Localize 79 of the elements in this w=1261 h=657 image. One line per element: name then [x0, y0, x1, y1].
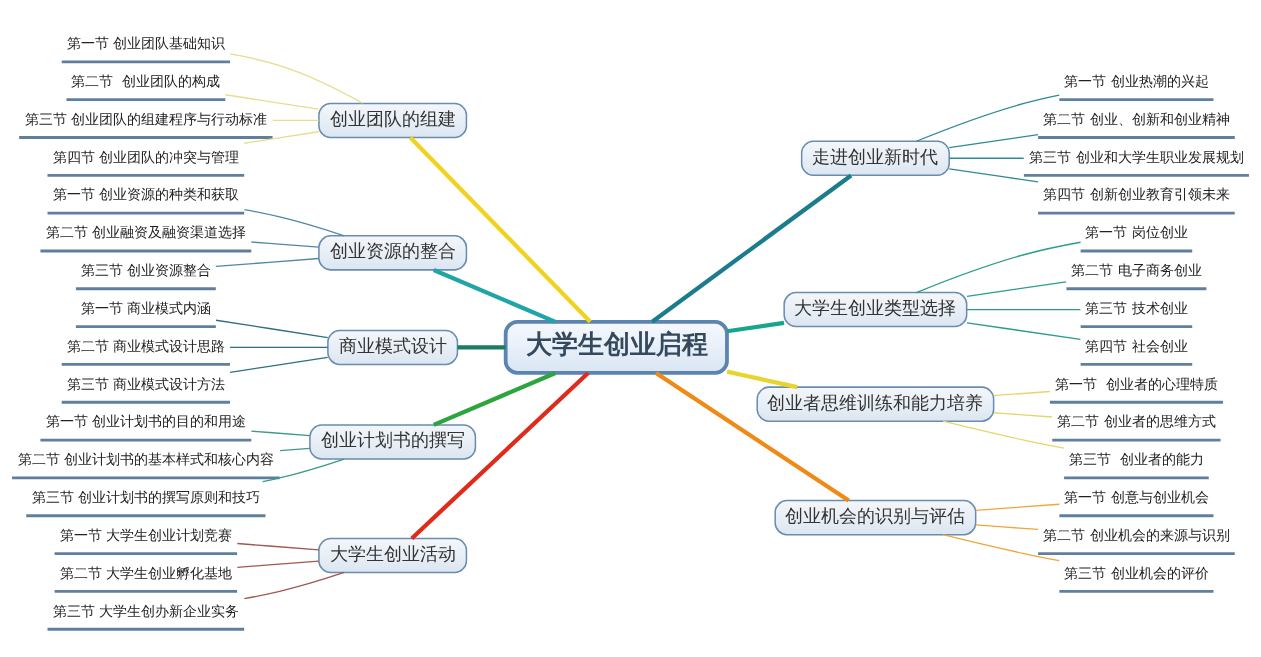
node-text: 第三节 商业模式设计方法: [66, 375, 226, 392]
node-text: 第一节 创业资源的种类和获取: [52, 186, 240, 203]
connector: [726, 369, 798, 390]
node-box: 创业计划书的撰写: [309, 424, 477, 460]
node-box: 创业团队的组建: [318, 102, 468, 139]
node-box: 商业模式设计: [327, 329, 459, 366]
connector: [224, 94, 320, 110]
connector: [942, 534, 1060, 562]
connector: [243, 208, 345, 237]
connector: [215, 257, 320, 268]
connector: [236, 560, 320, 569]
node-text: 第一节 创意与创业机会: [1064, 489, 1209, 506]
connector: [457, 345, 506, 350]
node-text: 第一节 大学生创业计划竞赛: [59, 526, 233, 543]
node-text: 第四节 创业团队的冲突与管理: [52, 148, 240, 165]
connector: [948, 134, 1039, 149]
node-text: 第三节 创业计划书的撰写原则和技巧: [31, 489, 261, 506]
node-box: 创业机会的识别与评估: [774, 499, 977, 536]
connector: [948, 168, 1039, 183]
node-text: 第三节 创业者的能力: [1068, 451, 1204, 468]
connector: [654, 371, 850, 503]
connector: [966, 322, 1082, 341]
node-text: 第二节 创业团队的构成: [71, 72, 221, 89]
node-text: 第二节 创业融资及融资渠道选择: [45, 224, 247, 241]
node-text: 第三节 技术创业: [1085, 299, 1188, 316]
connector: [250, 241, 320, 248]
connector: [272, 119, 320, 122]
node-text: 第二节 大学生创业孵化基地: [59, 564, 233, 581]
connector: [215, 319, 329, 339]
node-text: 第二节 电子商务创业: [1071, 262, 1202, 279]
connector: [236, 542, 320, 551]
node-box: 大学生创业类型选择: [783, 291, 968, 328]
node-text: 第四节 社会创业: [1085, 337, 1188, 354]
connector: [915, 241, 1082, 294]
connector: [993, 412, 1053, 418]
connector: [250, 430, 311, 437]
node-text: 第一节 商业模式内涵: [80, 299, 212, 316]
node-text: 第二节 商业模式设计思路: [66, 337, 226, 354]
connector: [915, 94, 1060, 142]
node-text: 第二节 创业者的思维方式: [1057, 413, 1216, 430]
connector: [243, 131, 320, 144]
connector: [942, 420, 1065, 449]
node-text: 第二节 创业计划书的基本样式和核心内容: [17, 451, 275, 468]
connector: [408, 136, 592, 324]
connector: [975, 503, 1060, 512]
node-box: 走进创业新时代: [800, 140, 950, 177]
node-text: 第一节 创业热潮的兴起: [1064, 72, 1209, 89]
connector: [279, 447, 311, 452]
connector: [229, 346, 329, 349]
connector: [229, 53, 364, 104]
node-text: 第一节 岗位创业: [1085, 224, 1188, 241]
connector: [261, 458, 345, 483]
node-text: 第三节 创业资源整合: [80, 262, 212, 279]
connector: [975, 524, 1039, 531]
node-box: 创业者思维训练和能力培养: [756, 386, 995, 422]
node-box: 创业资源的整合: [318, 235, 468, 271]
connector: [243, 571, 345, 600]
connector: [410, 371, 590, 540]
connector: [993, 390, 1051, 397]
node-text: 第二节 创业、创新和创业精神: [1043, 110, 1230, 127]
node-text: 第三节 大学生创办新企业实务: [52, 602, 240, 619]
node-box: 大学生创业启程: [503, 320, 729, 375]
node-text: 第二节 创业机会的来源与识别: [1043, 526, 1230, 543]
connector: [966, 308, 1082, 311]
node-text: 第三节 创业机会的评价: [1064, 564, 1209, 581]
connector: [966, 281, 1067, 298]
node-text: 第一节 创业团队基础知识: [66, 35, 226, 52]
connector: [432, 371, 557, 427]
connector: [229, 356, 329, 374]
connector: [726, 320, 785, 334]
node-text: 第四节 创新创业教育引领未来: [1043, 186, 1230, 203]
connector: [948, 157, 1025, 159]
node-text: 第三节 创业团队的组建程序与行动标准: [24, 110, 268, 127]
connector: [650, 173, 853, 324]
node-text: 第一节 创业者的心理特质: [1054, 375, 1218, 392]
node-box: 大学生创业活动: [318, 537, 468, 574]
connector: [432, 268, 557, 324]
node-text: 第一节 创业计划书的目的和用途: [45, 413, 247, 430]
node-text: 第三节 创业和大学生职业发展规划: [1029, 148, 1244, 165]
